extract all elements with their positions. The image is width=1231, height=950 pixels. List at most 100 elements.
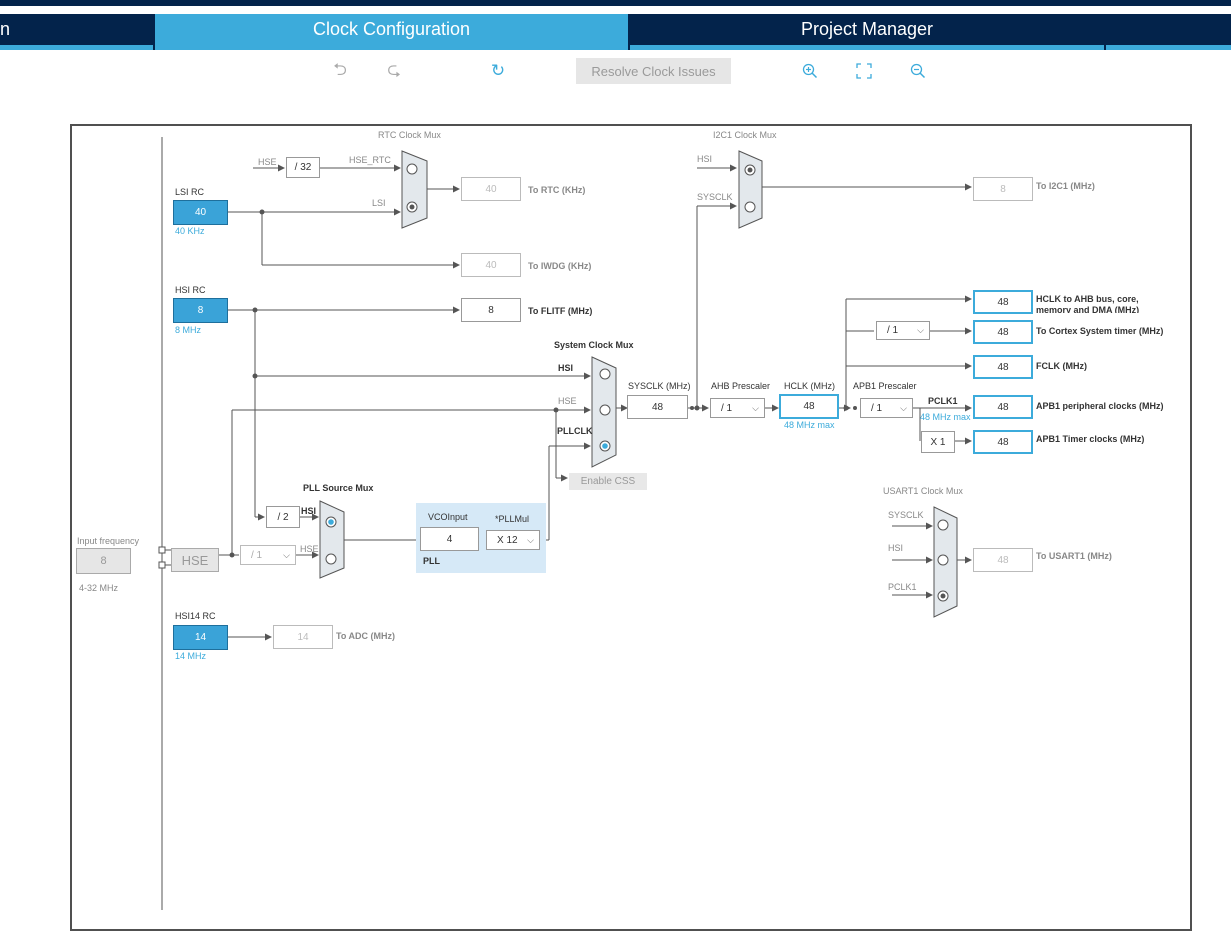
cortex-divider-value: / 1 <box>887 325 899 336</box>
hsi14-label: HSI14 RC <box>175 611 216 621</box>
hsi-value[interactable]: 8 <box>173 298 228 323</box>
enable-css-button[interactable]: Enable CSS <box>569 473 647 490</box>
pclk1-label: PCLK1 <box>928 396 958 406</box>
zoom-in-icon[interactable] <box>800 60 820 82</box>
usart-sysclk-label: SYSCLK <box>888 510 924 520</box>
hsi14-value[interactable]: 14 <box>173 625 228 650</box>
iwdg-output: 40 <box>461 253 521 277</box>
i2c-sysclk-label: SYSCLK <box>697 192 733 202</box>
rtc-hse-divider[interactable]: / 32 <box>286 157 320 178</box>
hclk-output: 48 <box>973 290 1033 314</box>
i2c-mux <box>738 150 763 229</box>
undo-icon[interactable]: ⮌ <box>333 59 347 79</box>
hclk-output-label-2: memory and DMA (MHz) <box>1036 305 1140 313</box>
cortex-divider-select[interactable]: / 1 ⌵ <box>876 321 930 340</box>
adc-output-label: To ADC (MHz) <box>336 631 395 641</box>
hsi-freq: 8 MHz <box>175 325 202 335</box>
ahb-prescaler-select[interactable]: / 1 ⌵ <box>710 398 765 418</box>
pll-hsi-divider: / 2 <box>266 506 300 528</box>
lsi-freq: 40 KHz <box>175 226 205 236</box>
pll-mux-title: PLL Source Mux <box>303 483 374 493</box>
top-strip <box>0 0 1231 6</box>
hse-prediv-value: / 1 <box>251 549 263 561</box>
hse-block[interactable]: HSE <box>171 548 219 572</box>
rtc-mux <box>401 150 428 229</box>
pllmul-select[interactable]: X 12 ⌵ <box>486 530 540 550</box>
hclk-label: HCLK (MHz) <box>784 381 835 391</box>
pclk1-max: 48 MHz max <box>920 412 971 422</box>
pllmul-label: *PLLMul <box>495 514 530 524</box>
chevron-down-icon: ⌵ <box>283 549 290 560</box>
apb1-peripheral-output: 48 <box>973 395 1033 419</box>
pll-hse-label: HSE <box>300 544 319 554</box>
sys-hse-label: HSE <box>558 396 577 406</box>
hse-rtc-label: HSE_RTC <box>349 155 391 165</box>
tab-clock-configuration[interactable]: Clock Configuration <box>155 14 628 45</box>
chevron-down-icon: ⌵ <box>917 325 924 335</box>
flitf-output: 8 <box>461 298 521 322</box>
i2c-output-label: To I2C1 (MHz) <box>1036 181 1095 191</box>
tab-project-manager[interactable]: Project Manager <box>630 14 1104 45</box>
apb1-timer-output: 48 <box>973 430 1033 454</box>
fclk-output: 48 <box>973 355 1033 379</box>
fit-screen-icon[interactable] <box>854 60 874 82</box>
apb1-timer-multiplier: X 1 <box>921 431 955 453</box>
usart-output-label: To USART1 (MHz) <box>1036 551 1112 561</box>
hsi14-freq: 14 MHz <box>175 651 207 661</box>
ahb-prescaler-label: AHB Prescaler <box>711 381 771 391</box>
cortex-output: 48 <box>973 320 1033 344</box>
system-mux-title: System Clock Mux <box>554 340 634 350</box>
ahb-prescaler-value: / 1 <box>721 402 733 414</box>
zoom-out-icon[interactable] <box>908 60 928 82</box>
hclk-output-label: HCLK to AHB bus, core, <box>1036 294 1139 304</box>
pllmul-value: X 12 <box>497 534 518 546</box>
apb1-peripheral-label: APB1 peripheral clocks (MHz) <box>1036 401 1164 411</box>
tab-underline <box>630 45 1104 50</box>
tab-project-label: Project Manager <box>800 19 934 39</box>
usart-hsi-label: HSI <box>888 543 904 553</box>
pll-name-label: PLL <box>423 556 440 566</box>
tab-pinout[interactable]: n <box>0 14 153 45</box>
hse-prediv-select[interactable]: / 1 ⌵ <box>240 545 296 565</box>
resolve-label: Resolve Clock Issues <box>591 63 716 79</box>
tab-underline <box>1106 45 1231 50</box>
hclk-value[interactable]: 48 <box>779 394 839 419</box>
usart-pclk1-label: PCLK1 <box>888 582 917 592</box>
chevron-down-icon: ⌵ <box>752 402 759 413</box>
pll-hsi-label: HSI <box>301 506 317 516</box>
tab-clock-label: Clock Configuration <box>312 19 471 39</box>
resolve-clock-issues-button[interactable]: Resolve Clock Issues <box>576 58 731 84</box>
chevron-down-icon: ⌵ <box>900 402 907 413</box>
fclk-output-label: FCLK (MHz) <box>1036 361 1087 371</box>
hsi-label: HSI RC <box>175 285 206 295</box>
vco-input-value: 4 <box>420 527 479 551</box>
redo-icon[interactable]: ⮎ <box>387 59 401 79</box>
apb1-timer-label: APB1 Timer clocks (MHz) <box>1036 434 1145 444</box>
adc-output: 14 <box>273 625 333 649</box>
tab-underline <box>155 45 628 50</box>
lsi-value[interactable]: 40 <box>173 200 228 225</box>
lsi-label: LSI RC <box>175 187 205 197</box>
rtc-lsi-label: LSI <box>372 198 386 208</box>
apb1-prescaler-value: / 1 <box>871 402 883 414</box>
flitf-output-label: To FLITF (MHz) <box>528 306 593 316</box>
rtc-mux-title: RTC Clock Mux <box>378 130 441 140</box>
refresh-icon[interactable]: ↻ <box>490 61 506 80</box>
chevron-down-icon: ⌵ <box>527 534 534 545</box>
usart-output: 48 <box>973 548 1033 572</box>
iwdg-output-label: To IWDG (KHz) <box>528 261 592 271</box>
tab-underline <box>0 45 153 50</box>
tab-pinout-label: n <box>0 19 11 39</box>
cortex-output-label: To Cortex System timer (MHz) <box>1036 326 1164 336</box>
apb1-prescaler-select[interactable]: / 1 ⌵ <box>860 398 913 418</box>
sys-hsi-label: HSI <box>558 363 574 373</box>
rtc-output-label: To RTC (KHz) <box>528 185 586 195</box>
sysclk-value[interactable]: 48 <box>627 395 688 419</box>
clock-tree-canvas <box>70 124 1192 931</box>
usart-mux-title: USART1 Clock Mux <box>883 486 963 496</box>
input-frequency-label: Input frequency <box>77 536 140 546</box>
hse-range: 4-32 MHz <box>79 583 119 593</box>
vco-input-label: VCOInput <box>428 512 468 522</box>
hse-input-frequency[interactable]: 8 <box>76 548 131 574</box>
